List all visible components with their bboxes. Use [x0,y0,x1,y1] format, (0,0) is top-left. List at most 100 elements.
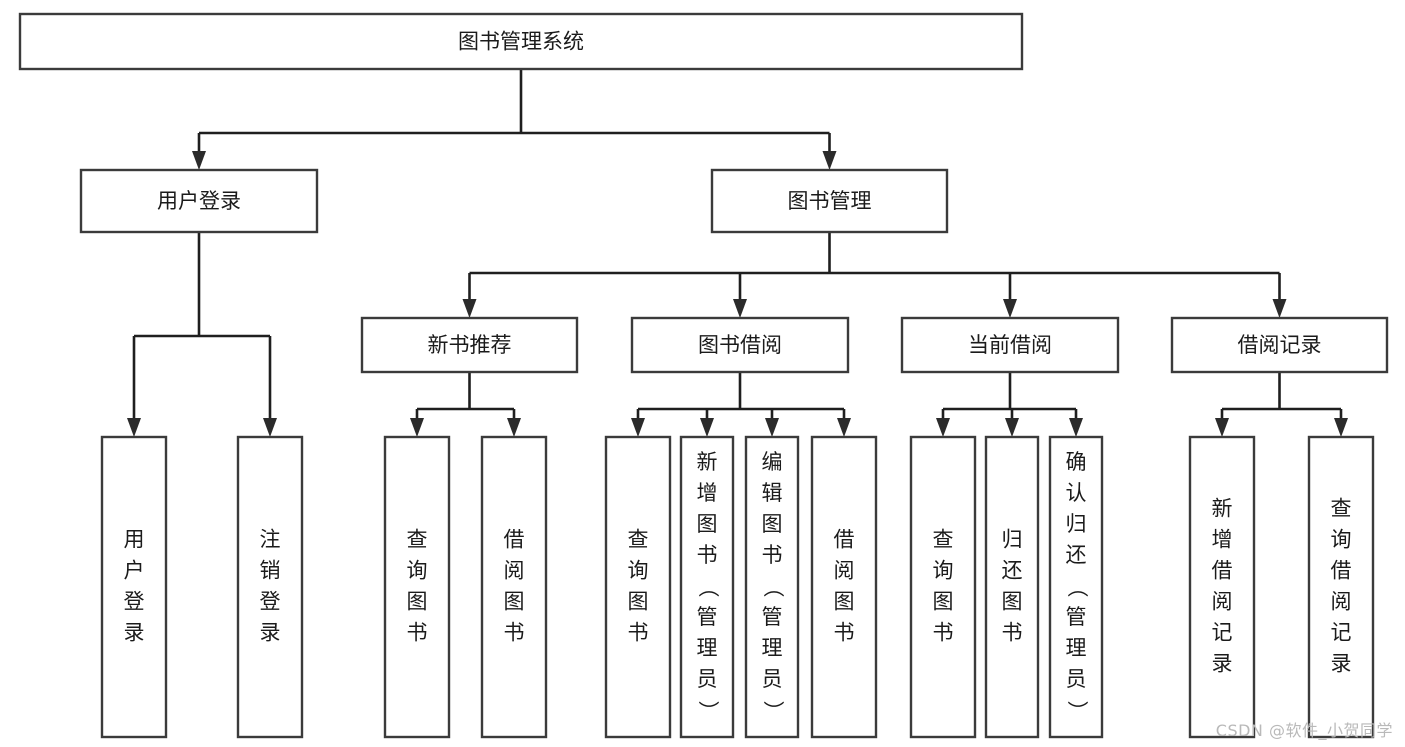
nodes-layer: 图书管理系统用户登录图书管理新书推荐图书借阅当前借阅借阅记录用户登录注销登录查询… [18,12,1389,739]
node-leaf-add-book-admin-box [679,435,735,739]
arrow-head-icon [837,418,851,437]
arrow-head-icon [936,418,950,437]
svg-text:新: 新 [1212,497,1233,521]
arrow-head-icon [507,418,521,437]
svg-text:增: 增 [1212,528,1233,552]
node-user-login-label: 用户登录 [157,189,241,213]
svg-text:销: 销 [260,559,281,583]
svg-text:管: 管 [697,605,718,629]
svg-text:查: 查 [1331,497,1352,521]
svg-text:理: 理 [697,636,718,660]
arrow-head-icon [700,418,714,437]
arrow-head-icon [765,418,779,437]
svg-text:书: 书 [834,621,855,645]
svg-text:借: 借 [504,528,525,552]
arrow-head-icon [631,418,645,437]
node-user-login[interactable]: 用户登录 [79,168,319,234]
node-book-borrow-box [630,316,850,374]
node-leaf-user-login-box [100,435,168,739]
arrow-head-icon [1005,418,1019,437]
arrow-head-icon [462,299,477,318]
svg-text:员: 员 [697,667,718,691]
svg-text:（: （ [696,577,720,598]
svg-text:）: ） [696,701,720,722]
svg-text:查: 查 [628,528,649,552]
svg-text:图: 图 [1002,590,1023,614]
svg-text:（: （ [1065,577,1089,598]
svg-text:员: 员 [762,667,783,691]
node-book-manage[interactable]: 图书管理 [710,168,949,234]
arrow-head-icon [192,151,206,170]
svg-text:阅: 阅 [834,559,855,583]
node-root-label: 图书管理系统 [458,30,584,54]
node-root[interactable]: 图书管理系统 [18,12,1024,71]
node-leaf-user-login[interactable]: 用户登录 [100,435,168,739]
node-new-book-recommend-label: 新书推荐 [428,333,512,357]
node-new-book-recommend[interactable]: 新书推荐 [360,316,579,374]
svg-text:记: 记 [1331,621,1352,645]
svg-text:阅: 阅 [1331,590,1352,614]
svg-text:记: 记 [1212,621,1233,645]
svg-text:书: 书 [407,621,428,645]
arrow-head-icon [127,418,141,437]
svg-text:录: 录 [1212,652,1233,676]
svg-text:图: 图 [933,590,954,614]
arrow-head-icon [1272,299,1287,318]
svg-text:图: 图 [407,590,428,614]
node-root-box [18,12,1024,71]
svg-text:借: 借 [834,528,855,552]
svg-text:询: 询 [407,559,428,583]
svg-text:注: 注 [260,528,281,552]
svg-text:录: 录 [1331,652,1352,676]
svg-text:图: 图 [834,590,855,614]
svg-text:还: 还 [1066,543,1087,567]
arrow-head-icon [1069,418,1083,437]
node-book-manage-box [710,168,949,234]
svg-text:登: 登 [260,590,281,614]
node-book-borrow[interactable]: 图书借阅 [630,316,850,374]
svg-text:书: 书 [933,621,954,645]
node-leaf-borrow-book-1-box [480,435,548,739]
node-current-borrow[interactable]: 当前借阅 [900,316,1120,374]
svg-text:用: 用 [124,528,145,552]
svg-text:确: 确 [1066,450,1087,474]
arrow-head-icon [733,299,747,318]
node-leaf-edit-book-admin-box [744,435,800,739]
svg-text:登: 登 [124,590,145,614]
node-leaf-query-book-3-box [909,435,977,739]
node-borrow-record-label: 借阅记录 [1238,333,1322,357]
svg-text:借: 借 [1212,559,1233,583]
svg-text:询: 询 [628,559,649,583]
node-borrow-record[interactable]: 借阅记录 [1170,316,1389,374]
arrow-head-icon [822,151,837,170]
svg-text:管: 管 [762,605,783,629]
node-leaf-logout-login-box [236,435,304,739]
svg-text:辑: 辑 [762,481,783,505]
svg-text:录: 录 [260,621,281,645]
arrow-head-icon [263,418,277,437]
arrow-head-icon [1215,418,1229,437]
svg-text:书: 书 [762,543,783,567]
